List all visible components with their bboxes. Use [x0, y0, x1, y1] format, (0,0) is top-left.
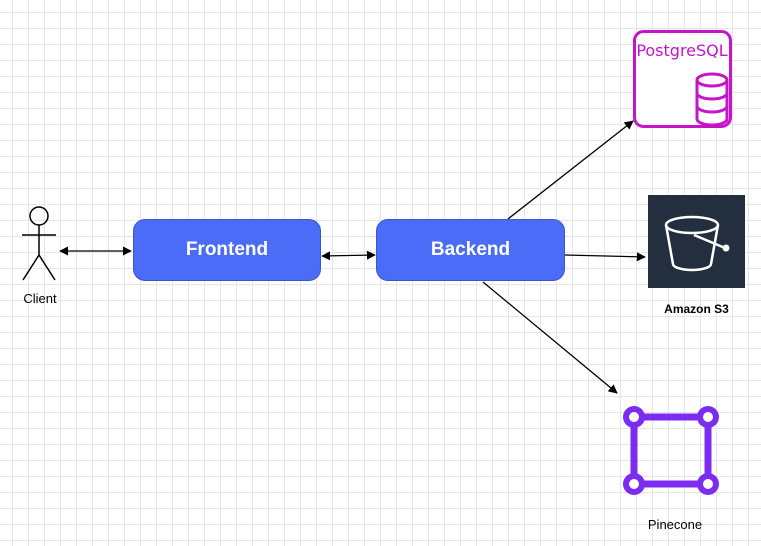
bucket-icon	[664, 215, 730, 272]
vector-square-icon	[623, 406, 719, 495]
frontend-node[interactable]: Frontend	[133, 219, 321, 281]
backend-node[interactable]: Backend	[376, 219, 565, 281]
stick-figure-icon	[22, 206, 56, 281]
edge-frontend-backend	[321, 250, 376, 261]
postgres-node[interactable]: PostgreSQL	[633, 30, 733, 130]
edge-backend-postgres	[507, 120, 634, 220]
pinecone-label: Pinecone	[647, 517, 703, 532]
client-label: Client	[23, 291, 57, 306]
pinecone-node[interactable]	[619, 402, 719, 502]
edge-backend-pinecone	[482, 281, 618, 394]
postgres-label: PostgreSQL	[636, 41, 727, 60]
s3-label: Amazon S3	[664, 302, 729, 316]
database-cylinder-icon	[695, 72, 729, 127]
edge-backend-s3	[564, 252, 646, 262]
s3-node[interactable]	[648, 195, 745, 288]
